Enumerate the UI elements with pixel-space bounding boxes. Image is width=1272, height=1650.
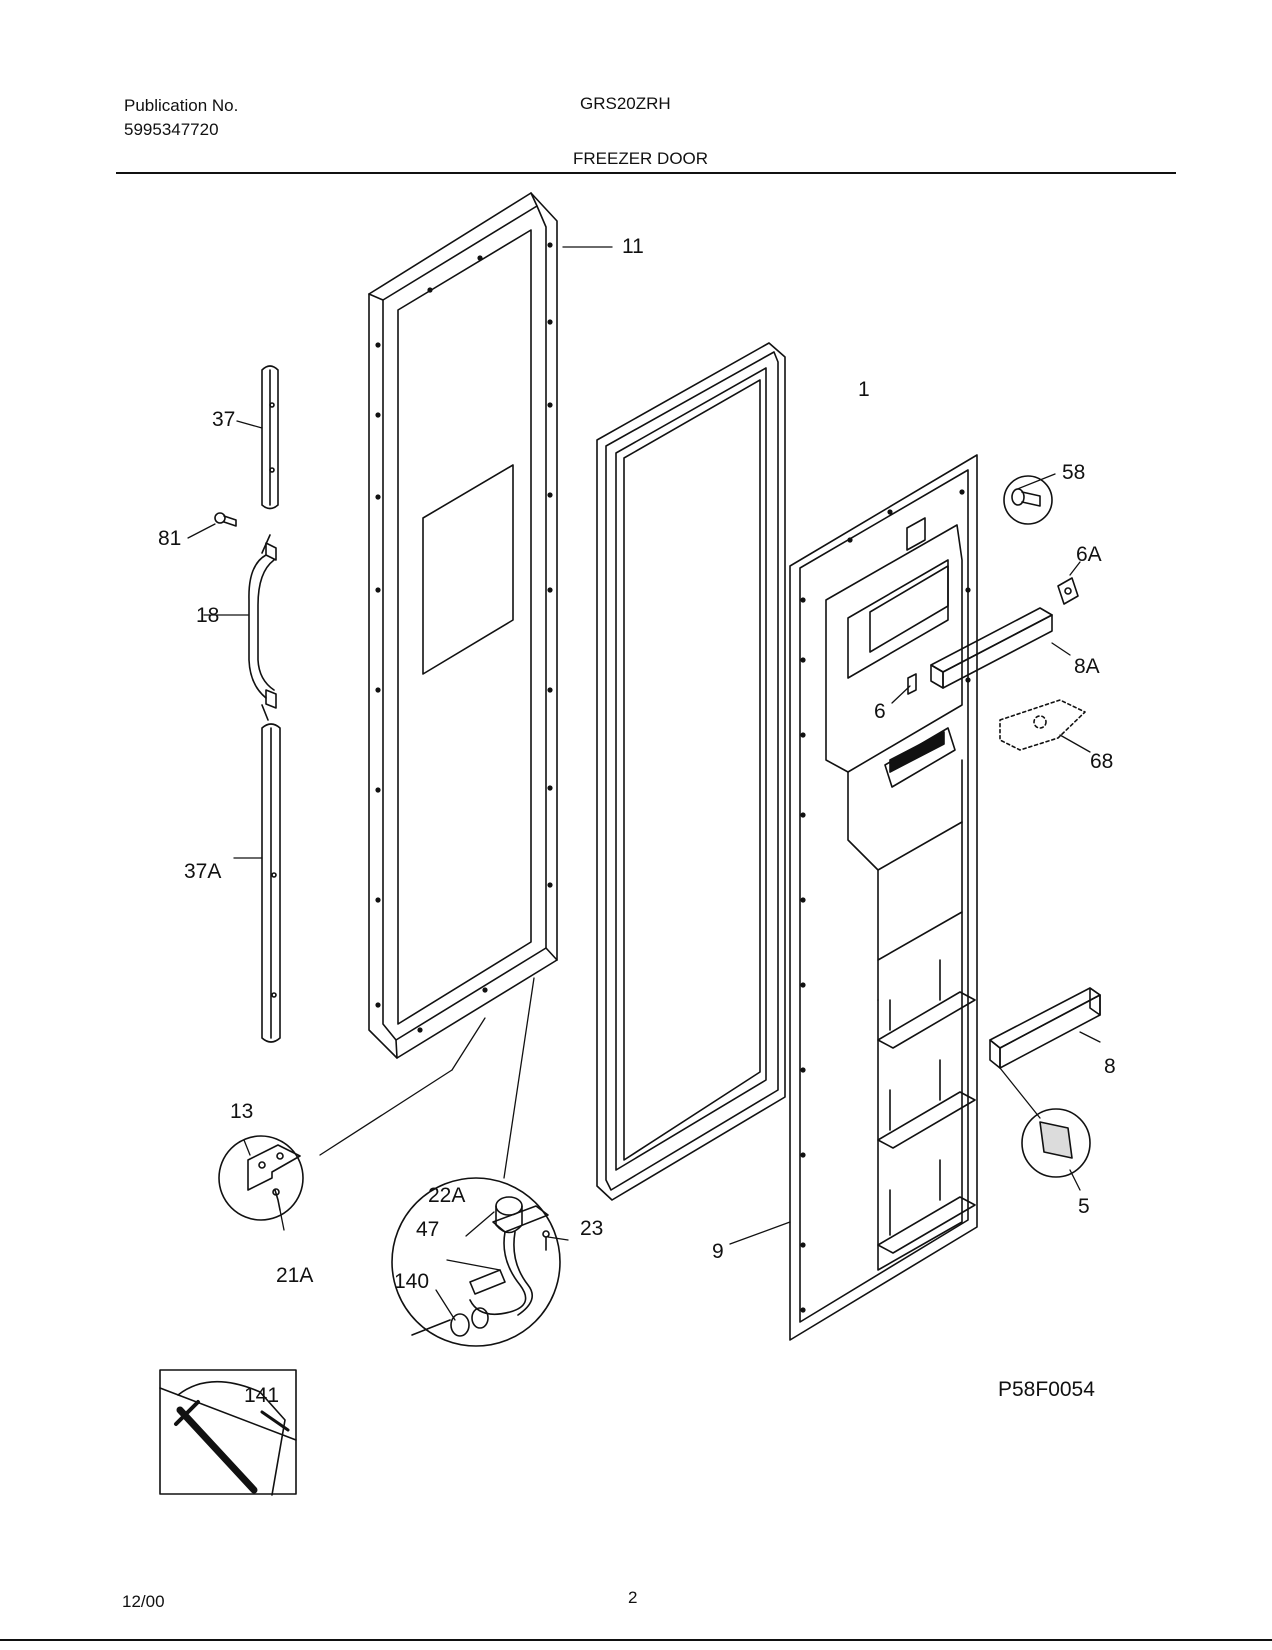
part-label-58: 58 [1062, 461, 1086, 484]
part-label-9: 9 [712, 1240, 724, 1263]
part-label-37: 37 [212, 408, 236, 431]
clip-6a [1057, 577, 1079, 605]
part-label-68: 68 [1090, 750, 1114, 773]
publication-number: 5995347720 [124, 120, 219, 139]
part-label-6a: 6A [1076, 543, 1102, 566]
part-label-140: 140 [394, 1270, 430, 1293]
model-number: GRS20ZRH [580, 94, 671, 113]
part-label-18: 18 [196, 604, 220, 627]
header-rule [116, 172, 1176, 174]
upper-rail [930, 607, 1053, 689]
upper-handle-trim [261, 365, 279, 510]
part-label-47: 47 [416, 1218, 440, 1241]
screw-inset [1003, 475, 1053, 525]
dispenser-actuator [999, 699, 1086, 751]
part-label-6: 6 [874, 700, 886, 723]
page-number: 2 [628, 1588, 638, 1607]
part-label-5: 5 [1078, 1195, 1090, 1218]
diagram-code: P58F0054 [998, 1378, 1095, 1401]
light-switch-inset [391, 1177, 561, 1347]
tool-inset-box [159, 1369, 297, 1496]
lower-bin-trim [989, 987, 1101, 1069]
part-label-22a: 22A [428, 1184, 466, 1207]
part-label-8a: 8A [1074, 655, 1100, 678]
footer-rule [0, 1639, 1272, 1641]
part-label-23: 23 [580, 1217, 604, 1240]
revision-date: 12/00 [122, 1592, 165, 1611]
clip-5-inset [1021, 1108, 1091, 1178]
publication-label: Publication No. [124, 96, 239, 115]
lower-handle-trim [261, 723, 281, 1043]
door-outer-panel [368, 192, 558, 1059]
part-label-81: 81 [158, 527, 182, 550]
part-label-21a: 21A [276, 1264, 314, 1287]
section-title: FREEZER DOOR [573, 149, 709, 168]
door-inner-liner [789, 454, 978, 1341]
part-label-141: 141 [244, 1384, 280, 1407]
part-label-37a: 37A [184, 860, 222, 883]
hinge-bracket-inset [218, 1135, 304, 1221]
door-outer-panel-holes [375, 242, 553, 1033]
part-label-8: 8 [1104, 1055, 1116, 1078]
screw-6 [907, 673, 917, 695]
part-label-1: 1 [858, 378, 870, 401]
leader-lines [187, 246, 1101, 1321]
part-label-11: 11 [622, 235, 644, 258]
part-label-13: 13 [230, 1100, 254, 1123]
door-handle [248, 534, 277, 721]
door-gasket [596, 342, 786, 1201]
handle-screw [214, 512, 237, 527]
door-inner-liner-holes [800, 489, 971, 1313]
